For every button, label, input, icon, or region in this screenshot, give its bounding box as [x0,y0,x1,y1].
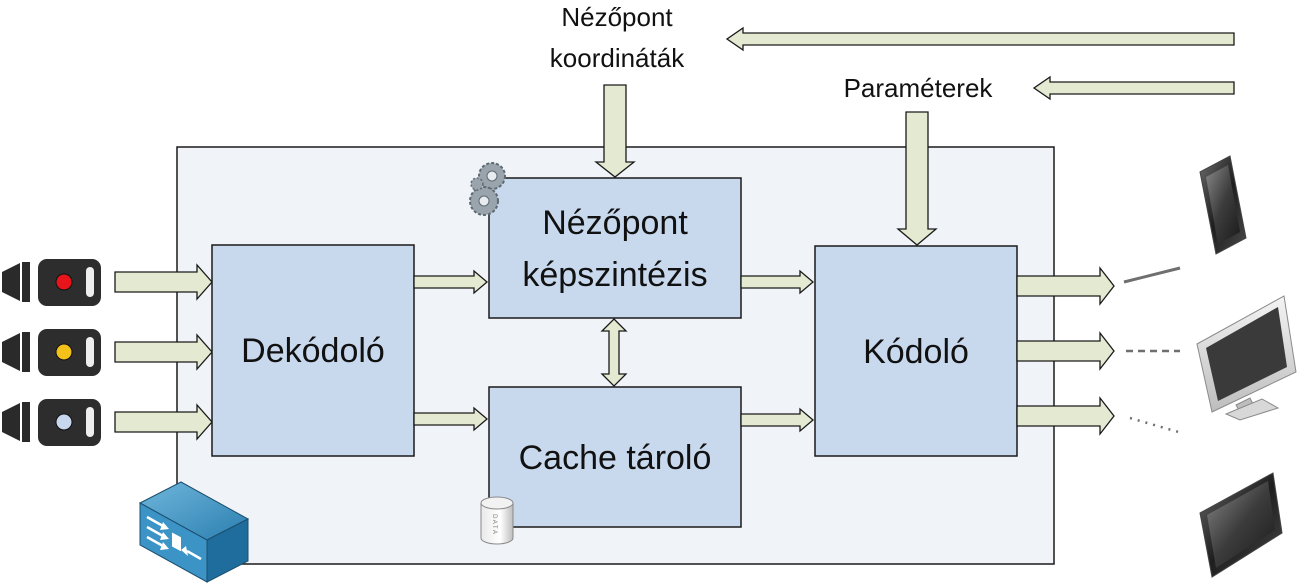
camera-blue-arrow [114,403,213,441]
cache-block [488,386,742,528]
encoder-label: Kódoló [863,333,969,371]
synthesis-label-line1: Nézőpont [542,204,688,242]
synthesis-to-encoder-arrow [740,269,815,295]
cache-label: Cache tároló [519,439,712,477]
gears-icon [469,162,506,216]
output-arrow-2 [1016,331,1115,371]
viewpoint-down-arrow [594,84,636,178]
server-icon [138,481,250,583]
viewpoint-input-arrow [725,26,1235,52]
camera-red-arrow [114,263,213,301]
camera-blue-icon [2,399,101,446]
output-arrow-1 [1016,266,1115,306]
decoder-to-cache-arrow [413,406,489,432]
decoder-to-synthesis-arrow [413,269,489,295]
svg-text:D A T A: D A T A [491,514,497,534]
synthesis-block [488,177,742,319]
output-arrow-3 [1016,396,1115,436]
database-icon: D A T A [480,496,514,545]
encoder-block [814,245,1018,457]
camera-yellow-icon [2,329,101,376]
cache-to-encoder-arrow [740,407,815,433]
camera-red-icon [2,259,101,306]
parameters-label: Paraméterek [844,73,994,103]
tablet-icon [1199,472,1283,578]
decoder-block [211,244,415,457]
parameters-input-arrow [1032,75,1235,101]
synthesis-label-line2: képszintézis [522,256,707,294]
connection-line-dotted [1129,416,1183,435]
viewpoint-coords-label-line2: koordináták [550,43,685,73]
monitor-icon [1196,295,1297,421]
decoder-label: Dekódoló [241,332,385,370]
parameters-down-arrow [896,111,938,246]
connection-line-solid [1123,266,1181,284]
camera-yellow-arrow [114,333,213,371]
viewpoint-coords-label-line1: Nézőpont [561,2,673,32]
synthesis-cache-bidirectional-arrow [600,318,628,387]
tablet-icon [1199,155,1247,255]
